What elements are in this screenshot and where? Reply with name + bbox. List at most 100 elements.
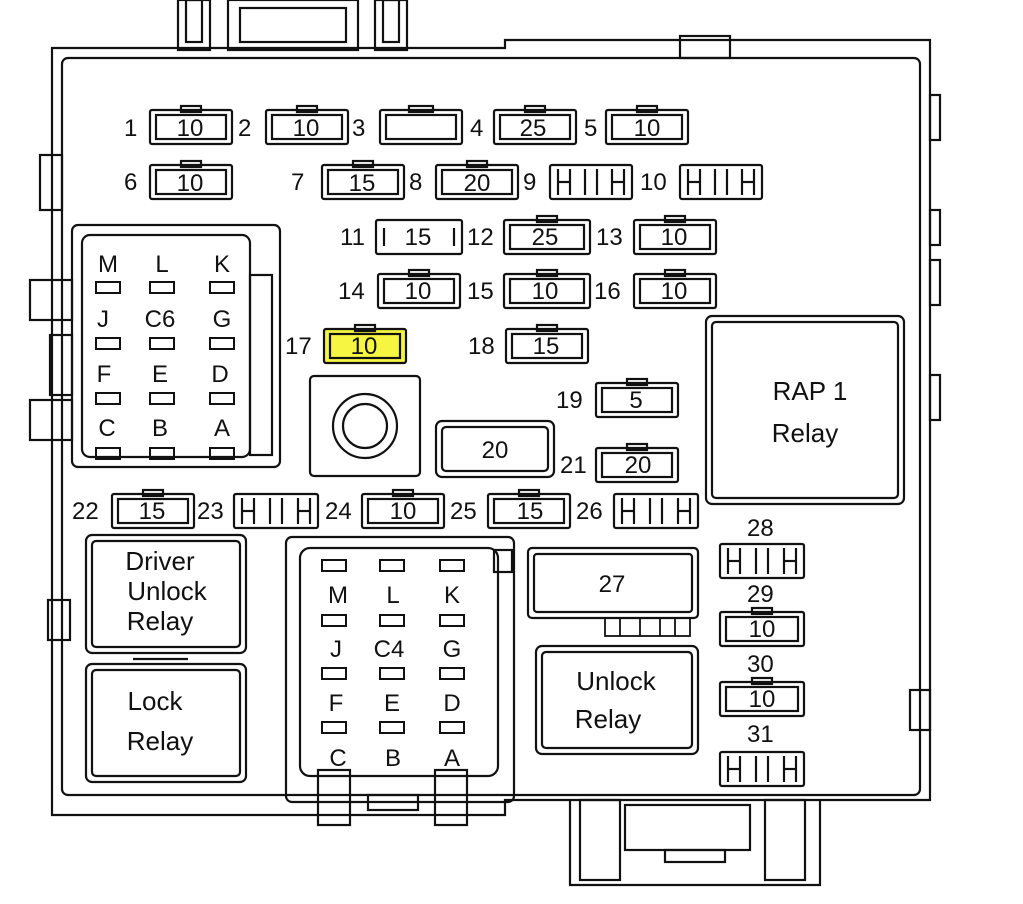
fuse-value-18: 15 [533, 333, 560, 360]
fuse-17-inner [328, 332, 402, 360]
c6-pin-j: J [97, 306, 109, 333]
fuse-27-tabs [604, 617, 691, 637]
fuse-6 [148, 159, 234, 201]
fuse-18-outer [504, 327, 590, 365]
fuse-13-cap [663, 214, 687, 224]
fuse-value-4: 25 [520, 115, 547, 142]
fuse-label-31: 31 [747, 721, 774, 748]
fuse-18 [504, 323, 590, 365]
c6-pin-m: M [98, 251, 118, 278]
c4-pin-b: B [385, 745, 401, 772]
fuse-label-29: 29 [747, 581, 774, 608]
fuse-value-20: 20 [482, 437, 509, 464]
fuse-12 [502, 214, 592, 256]
fuse-value-24: 10 [390, 498, 417, 525]
fuse-14 [376, 268, 462, 310]
fuse-value-30: 10 [749, 686, 776, 713]
rap1-line1: RAP 1 [773, 376, 848, 406]
fuse-5-outer [604, 108, 690, 146]
fuse-28-outer [718, 542, 806, 580]
c4-pin-c: C [329, 745, 346, 772]
fuse-22 [110, 488, 196, 530]
fuse-3-outer [378, 108, 464, 146]
c4-pin-letters: M L K J C4 G F E D C B A [328, 582, 461, 772]
fuse-8-outer [434, 163, 520, 201]
fuse-12-outer [502, 218, 592, 256]
fuse-value-11: 15 [405, 224, 432, 251]
fuse-15-inner [508, 277, 586, 305]
fuse-value-17: 10 [351, 333, 378, 360]
fuse-6-inner [154, 168, 228, 196]
fuse-19 [594, 377, 680, 419]
fuse-16-cap [663, 268, 687, 278]
c6-pin-k: K [214, 251, 230, 278]
fuse-label-5: 5 [584, 115, 597, 142]
fuse-label-8: 8 [409, 169, 422, 196]
fuse-10 [678, 163, 764, 201]
c6-pin-f: F [97, 361, 112, 388]
fuse-label-10: 10 [640, 169, 667, 196]
fuse-22-outer [110, 492, 196, 530]
c4-pin-f: F [329, 690, 344, 717]
fuse-label-17: 17 [285, 333, 312, 360]
fuse-25-outer [486, 492, 572, 530]
fuse-30-cap [750, 676, 774, 686]
fuse-2-inner [270, 113, 344, 141]
fuse-23 [232, 492, 320, 530]
fuse-4-inner [498, 113, 572, 141]
fuse-25-cap [517, 488, 541, 498]
fuse-8-cap [465, 159, 489, 169]
fuse-28 [718, 542, 806, 580]
fuse-value-25: 15 [517, 498, 544, 525]
fuse-14-outer [376, 272, 462, 310]
fuse-26 [612, 492, 700, 530]
fuse-31 [718, 750, 806, 788]
fuse-16-outer [632, 272, 718, 310]
fuse-rating-values: 10 10 25 10 10 15 20 15 25 10 10 10 10 1… [139, 115, 776, 713]
fuse-7-inner [326, 168, 400, 196]
fuse-12-inner [508, 223, 586, 251]
fuse-7-outer [320, 163, 406, 201]
relay-rap1-box [704, 314, 906, 506]
fuse-5-cap [635, 104, 659, 114]
fuse-label-30: 30 [747, 651, 774, 678]
fuse-10-outer [678, 163, 764, 201]
connector-c6 [28, 223, 282, 469]
fuse-bodies [110, 104, 806, 788]
fuse-5 [604, 104, 690, 146]
fuse-6-cap [179, 159, 203, 169]
fuse-value-2: 10 [293, 115, 320, 142]
c4-pin-k: K [444, 582, 460, 609]
fuse-label-14: 14 [338, 278, 365, 305]
fuse-31-outer [718, 750, 806, 788]
driver-unlock-line3: Relay [127, 606, 193, 636]
fuse-1-cap [179, 104, 203, 114]
fuse-4-cap [523, 104, 547, 114]
fuse-15-cap [535, 268, 559, 278]
c4-pin-d: D [443, 690, 460, 717]
relay-labels: RAP 1 Relay Driver Unlock Relay Lock Rel… [125, 376, 847, 756]
lock-line1: Lock [128, 686, 184, 716]
fuse-position-labels: 1 2 3 4 5 6 7 8 9 10 11 12 13 14 15 16 1… [72, 115, 774, 748]
fuse-25-inner [492, 497, 566, 525]
fuse-30-outer [718, 680, 806, 718]
c6-pin-slots [95, 281, 235, 460]
fuse-label-16: 16 [594, 278, 621, 305]
fuse-1-outer [148, 108, 234, 146]
unlock-line2: Relay [575, 704, 641, 734]
fuse-4-outer [492, 108, 578, 146]
fuse-value-1: 10 [177, 115, 204, 142]
fuse-20-body [434, 419, 556, 479]
fuse-value-22: 15 [139, 498, 166, 525]
fuse-label-9: 9 [523, 169, 536, 196]
c4-pin-e: E [384, 690, 400, 717]
driver-unlock-line1: Driver [125, 546, 195, 576]
fuse-15-outer [502, 272, 592, 310]
fuse-value-19: 5 [629, 387, 642, 414]
fuse-label-1: 1 [124, 115, 137, 142]
fuse-13-outer [632, 218, 718, 256]
fuse-13 [632, 214, 718, 256]
relay-driver-unlock-box [84, 533, 248, 655]
fuse-24-inner [366, 497, 440, 525]
fuse-label-15: 15 [467, 278, 494, 305]
